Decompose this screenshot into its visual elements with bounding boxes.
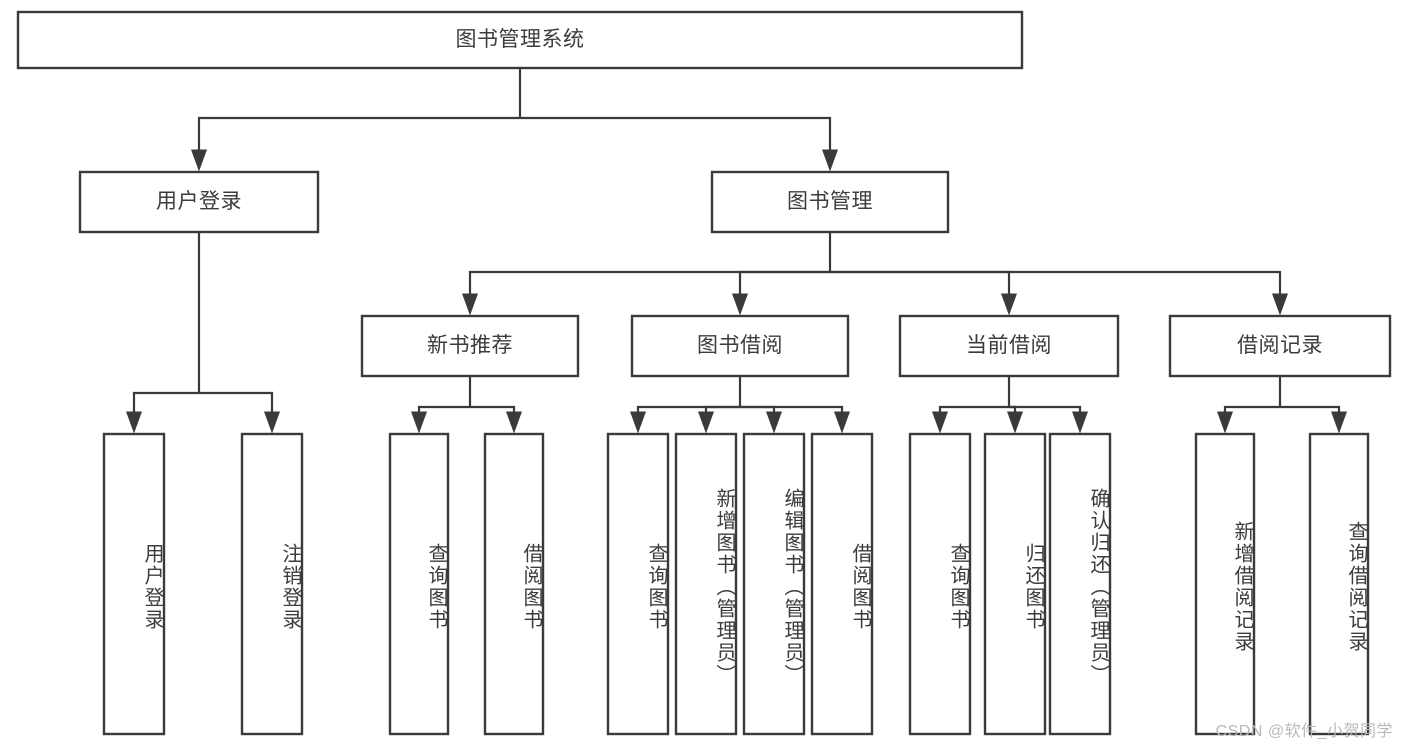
edge-connector [197,116,520,156]
edge-connector [830,270,1282,300]
edge-connector [468,270,830,300]
node-box-leaf-add-borrow-record[interactable] [1194,432,1256,736]
node-box-leaf-add-book[interactable] [674,432,738,736]
edge-connector [520,116,832,156]
arrow-head-icon [822,149,838,172]
edge-connector [740,405,844,418]
edges-layer [126,68,1347,434]
node-box-root[interactable] [16,10,1024,70]
edge-connector [830,270,1011,300]
node-box-leaf-query-book-recommend[interactable] [388,432,450,736]
node-box-leaf-borrow-book[interactable] [810,432,874,736]
arrow-head-icon [1001,293,1017,316]
arrow-head-icon [264,411,280,434]
edge-connector [199,391,274,418]
arrow-head-icon [462,293,478,316]
node-box-leaf-query-borrow-record[interactable] [1308,432,1370,736]
node-box-leaf-confirm-return[interactable] [1048,432,1112,736]
node-box-borrow-record[interactable] [1168,314,1392,378]
node-box-leaf-user-login[interactable] [102,432,166,736]
node-box-current-borrow[interactable] [898,314,1120,378]
arrow-head-icon [698,411,714,434]
node-box-new-book-recommend[interactable] [360,314,580,378]
arrow-head-icon [630,411,646,434]
watermark: CSDN @软件_小贺同学 [1215,723,1393,740]
node-box-leaf-edit-book[interactable] [742,432,806,736]
node-box-leaf-logout[interactable] [240,432,304,736]
node-box-user-login[interactable] [78,170,320,234]
arrow-head-icon [506,411,522,434]
arrow-head-icon [126,411,142,434]
arrow-head-icon [191,149,207,172]
arrow-head-icon [732,293,748,316]
edge-connector [1280,405,1341,418]
edge-connector [938,405,1009,418]
node-box-leaf-return-book[interactable] [983,432,1047,736]
arrow-head-icon [766,411,782,434]
node-box-leaf-query-book-borrow[interactable] [606,432,670,736]
arrow-head-icon [1217,411,1233,434]
edge-connector [636,405,740,418]
node-box-book-borrow[interactable] [630,314,850,378]
arrow-head-icon [1331,411,1347,434]
edge-connector [417,405,470,418]
edge-connector [132,391,199,418]
arrow-head-icon [1072,411,1088,434]
arrow-head-icon [1007,411,1023,434]
arrow-head-icon [834,411,850,434]
boxes-layer [16,10,1392,736]
arrow-head-icon [411,411,427,434]
arrow-head-icon [1272,293,1288,316]
node-box-leaf-query-book-current[interactable] [908,432,972,736]
arrow-head-icon [932,411,948,434]
node-box-book-manage[interactable] [710,170,950,234]
node-box-leaf-borrow-book-recommend[interactable] [483,432,545,736]
edge-connector [1223,405,1280,418]
edge-connector [738,270,830,300]
